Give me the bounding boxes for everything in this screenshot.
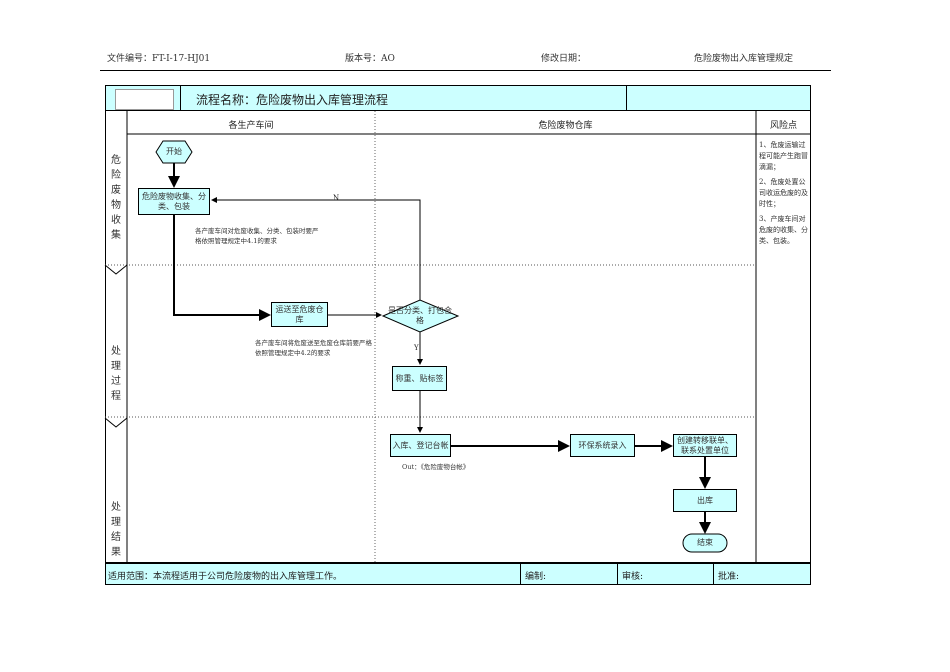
phase-collect: 危险废物收集 bbox=[111, 155, 121, 241]
transport-note: 各产废车间将危废送至危废仓库前要严格依照管理规定中4.2的要求 bbox=[255, 339, 372, 357]
reviewed-by: 审核: bbox=[622, 572, 644, 582]
end-shape bbox=[682, 533, 728, 553]
risk-item: 2、危废处置公司收运危废的及时性； bbox=[759, 178, 808, 208]
phase-process: 处理过程 bbox=[111, 346, 121, 402]
version: 版本号：AO bbox=[345, 54, 395, 64]
doc-number: 文件编号：FT-I-17-HJ01 bbox=[107, 54, 211, 64]
lane-workshop: 各生产车间 bbox=[228, 121, 274, 131]
approved-by: 批准: bbox=[718, 572, 740, 582]
footer-row bbox=[105, 563, 811, 585]
divider bbox=[180, 85, 181, 111]
prepared-by: 编制: bbox=[525, 572, 547, 582]
logo-box bbox=[115, 89, 174, 110]
risk-item: 1、危废运输过程可能产生跑冒滴漏； bbox=[759, 141, 808, 171]
lane-risk: 风险点 bbox=[769, 121, 797, 131]
risk-item: 3、产废车间对危废的收集、分类、包装。 bbox=[759, 215, 808, 245]
edge-label-yes: Y bbox=[414, 344, 419, 352]
revised-date: 修改日期： bbox=[541, 54, 587, 64]
collect-note: 各产废车间对危废收集、分类、包装时要严格依照管理规定中4.1的要求 bbox=[195, 227, 319, 245]
title-row bbox=[105, 85, 811, 111]
divider bbox=[617, 563, 618, 585]
env-system-node: 环保系统录入 bbox=[570, 434, 635, 457]
risk-list: 1、危废运输过程可能产生跑冒滴漏； 2、危废处置公司收运危废的及时性； 3、产废… bbox=[759, 140, 809, 247]
decision-node: 是否分类、打包合格 bbox=[388, 306, 452, 325]
store-node: 入库、登记台帐 bbox=[390, 434, 451, 457]
doc-title: 危险废物出入库管理规定 bbox=[694, 54, 794, 64]
edge-label-no: N bbox=[333, 194, 340, 202]
decision-shape bbox=[381, 299, 460, 333]
out-note: Out：《危险废物台帐》 bbox=[402, 463, 470, 471]
divider bbox=[626, 85, 627, 111]
phase-result: 处理结果 bbox=[111, 502, 121, 558]
transport-node: 运送至危废仓库 bbox=[271, 302, 328, 327]
header-rule bbox=[100, 70, 831, 71]
transfer-node: 创建转移联单、联系处置单位 bbox=[673, 434, 737, 457]
process-name: 流程名称：危险废物出入库管理流程 bbox=[196, 93, 389, 107]
divider bbox=[520, 563, 521, 585]
swimlane-frame bbox=[105, 110, 811, 563]
start-node: 开始 bbox=[166, 147, 182, 156]
collect-node: 危险废物收集、分类、包装 bbox=[138, 188, 210, 215]
lane-warehouse: 危险废物仓库 bbox=[538, 121, 593, 131]
outbound-node: 出库 bbox=[673, 489, 737, 512]
weigh-node: 称重、贴标签 bbox=[392, 366, 447, 391]
scope: 适用范围：本流程适用于公司危险废物的出入库管理工作。 bbox=[108, 572, 343, 582]
start-shape bbox=[155, 140, 193, 164]
end-node: 结束 bbox=[697, 538, 713, 547]
divider bbox=[713, 563, 714, 585]
